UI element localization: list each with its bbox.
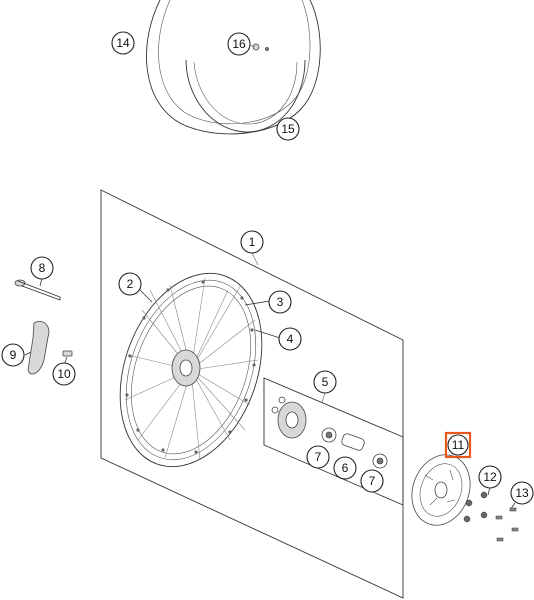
tire-illustration — [146, 0, 321, 135]
axle-clamp-illustration — [27, 320, 50, 375]
axle-illustration — [14, 279, 61, 301]
svg-text:1: 1 — [249, 235, 256, 249]
wheel-bearing-left-illustration — [321, 427, 337, 443]
callout-12: 12 — [478, 465, 502, 489]
svg-text:2: 2 — [127, 277, 134, 291]
svg-text:11: 11 — [452, 438, 465, 452]
svg-text:5: 5 — [322, 375, 329, 389]
callout-6: 6 — [333, 456, 357, 480]
callout-8: 8 — [30, 256, 54, 280]
callout-1: 1 — [240, 230, 264, 254]
svg-text:8: 8 — [39, 261, 46, 275]
callout-16: 16 — [227, 32, 251, 56]
svg-text:13: 13 — [515, 486, 529, 500]
tube-illustration — [185, 59, 306, 133]
svg-text:7: 7 — [315, 450, 322, 464]
svg-text:12: 12 — [483, 470, 497, 484]
callout-3: 3 — [268, 290, 292, 314]
valve-illustration — [252, 43, 269, 51]
callout-11: 11 — [444, 431, 472, 459]
hub-detail-illustration — [271, 396, 307, 439]
svg-text:4: 4 — [287, 332, 294, 346]
spacer-sleeve-illustration — [341, 433, 365, 451]
callout-5: 5 — [313, 370, 337, 394]
wheel-bearing-right-illustration — [372, 453, 388, 469]
svg-text:14: 14 — [116, 36, 130, 50]
callout-15: 15 — [276, 117, 300, 141]
spoke-nipples-illustration — [125, 280, 256, 454]
svg-text:15: 15 — [281, 122, 295, 136]
wheel-rim-illustration — [119, 272, 263, 468]
svg-text:16: 16 — [232, 37, 246, 51]
callout-7-left: 7 — [306, 445, 330, 469]
hub-assembly-frame — [263, 377, 404, 506]
callout-10: 10 — [52, 362, 76, 386]
svg-text:9: 9 — [10, 348, 17, 362]
callout-4: 4 — [278, 327, 302, 351]
callout-7-right: 7 — [360, 469, 384, 493]
wheel-assembly-frame — [100, 189, 404, 599]
callout-13: 13 — [510, 481, 534, 505]
callout-2: 2 — [118, 272, 142, 296]
screws-illustration — [495, 507, 519, 542]
svg-text:10: 10 — [57, 367, 71, 381]
svg-text:3: 3 — [277, 295, 284, 309]
spokes-illustration — [124, 277, 259, 461]
disc-bolts-illustration — [463, 491, 488, 523]
hub-illustration — [171, 349, 201, 387]
svg-text:6: 6 — [342, 461, 349, 475]
clamp-screw-illustration — [62, 350, 73, 357]
svg-text:7: 7 — [369, 474, 376, 488]
callout-14: 14 — [111, 31, 135, 55]
callout-9: 9 — [1, 343, 25, 367]
